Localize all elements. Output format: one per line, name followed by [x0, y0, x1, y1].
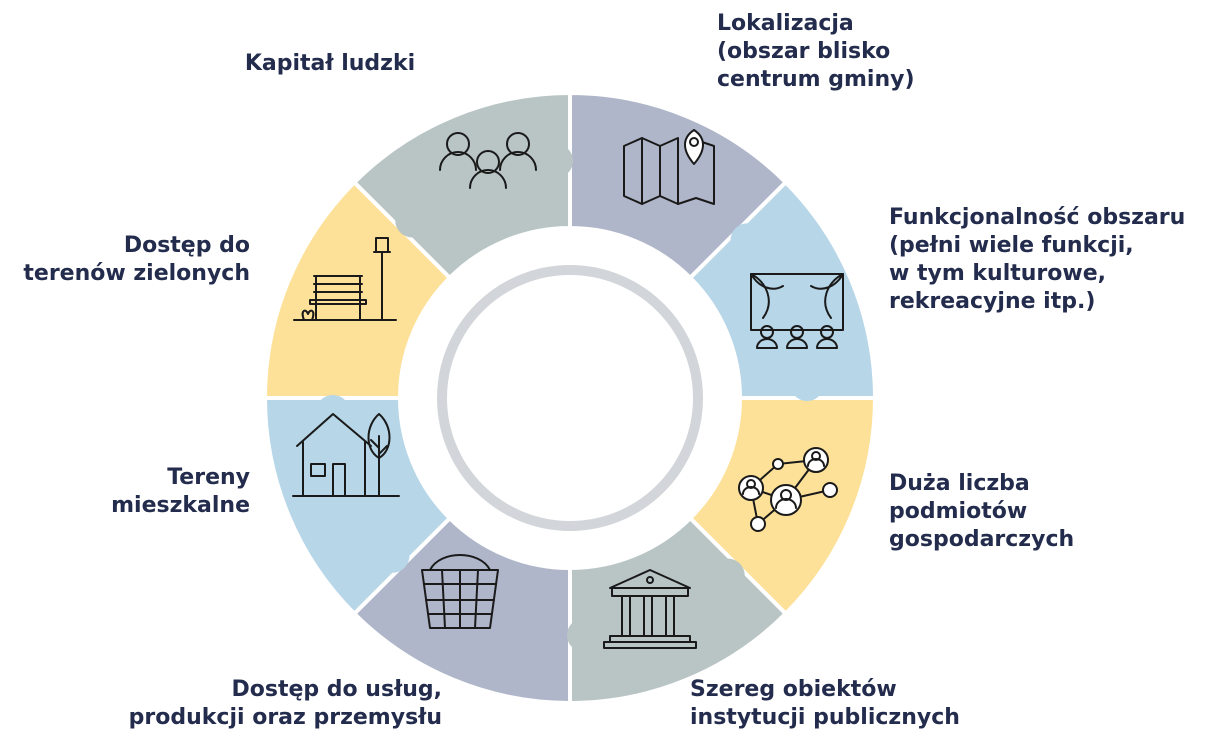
label-funkcjonalnosc-line-3: w tym kulturowe, — [889, 261, 1107, 286]
label-zielone-line-2: terenów zielonych — [23, 261, 250, 286]
house-tree-icon — [292, 413, 400, 497]
puzzle-knob-instytucje — [710, 558, 745, 593]
label-podmioty: Duża liczba podmiotów gospodarczych — [889, 470, 1149, 554]
label-zielone-line-1: Dostęp do — [123, 233, 250, 258]
label-lokalizacja-line-1: Lokalizacja — [717, 11, 854, 36]
label-podmioty-line-2: podmiotów — [889, 499, 1028, 524]
label-funkcjonalnosc-line-2: (pełni wiele funkcji, — [889, 233, 1134, 258]
label-lokalizacja: Lokalizacja (obszar blisko centrum gminy… — [717, 10, 977, 94]
label-funkcjonalnosc-line-4: rekreacyjne itp.) — [889, 289, 1096, 314]
label-mieszkalne: Tereny mieszkalne — [60, 464, 250, 520]
map-pin-icon — [623, 129, 715, 205]
puzzle-knob-funkcjonalnosc — [730, 223, 765, 258]
network-people-icon — [738, 447, 838, 532]
label-kapital-line-1: Kapitał ludzki — [244, 51, 416, 76]
label-podmioty-line-1: Duża liczba — [889, 471, 1030, 496]
label-instytucje: Szereg obiektów instytucji publicznych — [690, 676, 1010, 732]
label-uslugi-line-2: produkcji oraz przemysłu — [128, 705, 442, 730]
shopping-basket-icon — [421, 554, 499, 629]
label-zielone: Dostęp do terenów zielonych — [6, 232, 250, 288]
label-uslugi-line-1: Dostęp do usług, — [231, 677, 442, 702]
inner-ring — [437, 265, 703, 531]
label-mieszkalne-line-1: Tereny — [167, 465, 250, 490]
label-uslugi: Dostęp do usług, produkcji oraz przemysł… — [110, 676, 442, 732]
label-instytucje-line-2: instytucji publicznych — [690, 705, 960, 730]
label-kapital: Kapitał ludzki — [220, 50, 440, 78]
label-podmioty-line-3: gospodarczych — [889, 527, 1075, 552]
label-funkcjonalnosc: Funkcjonalność obszaru (pełni wiele funk… — [889, 204, 1214, 316]
puzzle-knob-kapital — [395, 203, 430, 238]
puzzle-knob-mieszkalne — [375, 538, 410, 573]
park-bench-icon — [293, 237, 397, 321]
puzzle-knob-uslugi — [566, 618, 601, 653]
people-group-icon — [439, 132, 537, 189]
puzzle-knob-podmioty — [790, 367, 825, 402]
ring-segments — [262, 90, 878, 706]
label-funkcjonalnosc-line-1: Funkcjonalność obszaru — [889, 205, 1186, 230]
label-instytucje-line-1: Szereg obiektów — [690, 677, 897, 702]
public-building-icon — [603, 569, 697, 649]
label-mieszkalne-line-2: mieszkalne — [111, 493, 250, 518]
label-lokalizacja-line-2: (obszar blisko — [717, 39, 891, 64]
puzzle-knob-lokalizacja — [539, 143, 574, 178]
label-lokalizacja-line-3: centrum gminy) — [717, 67, 915, 92]
theater-stage-icon — [750, 273, 844, 349]
